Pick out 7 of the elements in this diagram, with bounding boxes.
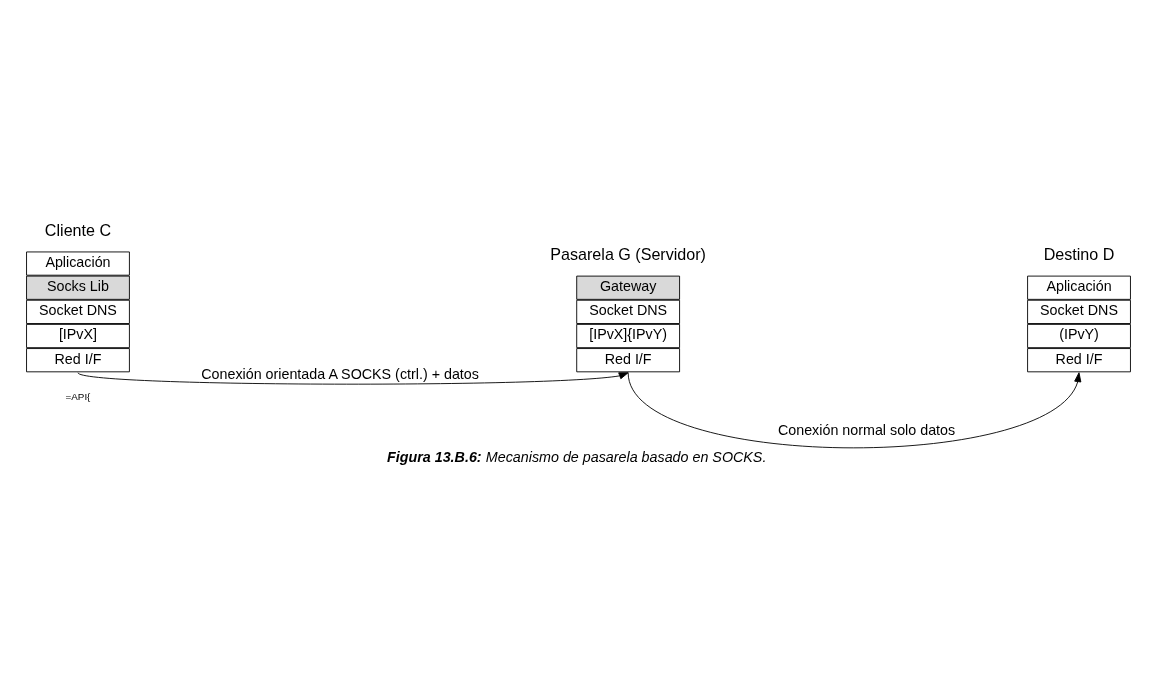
label: =API{ xyxy=(65,391,91,403)
caption: Figura 13.B.6: Mecanismo de pasarela basado en SOCKS. xyxy=(387,449,767,466)
node-label: Destino D xyxy=(1043,245,1115,264)
edge-label: Conexión orientada A SOCKS (ctrl.) + datos xyxy=(201,365,479,382)
node-label: Pasarela G (Servidor) xyxy=(550,245,706,264)
edge-label: Conexión normal solo datos xyxy=(777,422,956,439)
node-label: Cliente C xyxy=(44,221,112,240)
